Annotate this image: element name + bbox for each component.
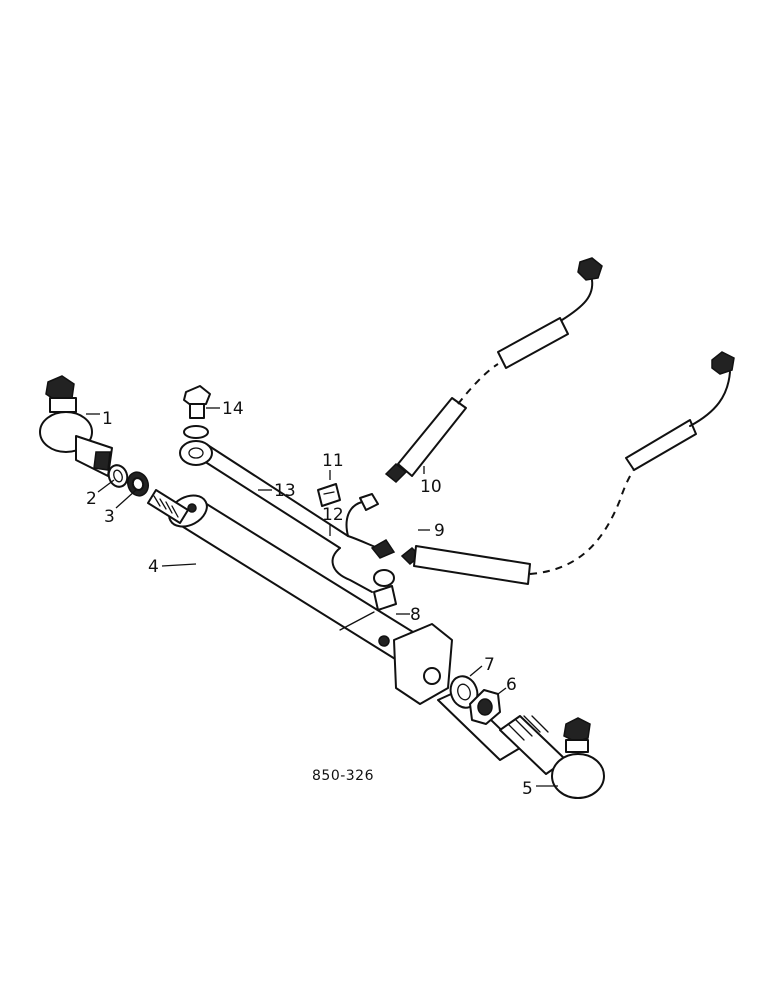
callout-3: 3 (104, 507, 115, 527)
union-part-8 (373, 569, 397, 611)
pipe-part-13 (179, 440, 349, 549)
washer-part-2 (107, 464, 129, 488)
leader-lines (86, 407, 558, 787)
cylinder-threaded-rod (147, 489, 189, 524)
nut-part-6 (469, 689, 501, 725)
drawing-code: 850-326 (312, 768, 374, 784)
clip-part-11 (317, 483, 341, 507)
callout-14: 14 (222, 399, 244, 419)
callout-5: 5 (522, 779, 533, 799)
callout-4: 4 (148, 557, 159, 577)
callout-8: 8 (410, 605, 421, 625)
callout-10: 10 (420, 477, 442, 497)
hydraulic-cylinder-part (168, 494, 521, 761)
callout-11: 11 (322, 451, 344, 471)
callout-2: 2 (86, 489, 97, 509)
callout-9: 9 (434, 521, 445, 541)
callout-12: 12 (322, 505, 344, 525)
callout-6: 6 (506, 675, 517, 695)
tie-rod-end-right (499, 715, 605, 799)
tie-rod-end-left (39, 375, 113, 477)
banjo-bolt-part-14 (183, 385, 211, 439)
callout-13: 13 (274, 481, 296, 501)
callout-1: 1 (102, 409, 113, 429)
callout-7: 7 (484, 655, 495, 675)
hose-part-10 (384, 257, 603, 484)
pipe-part-12 (331, 493, 396, 593)
hose-part-9 (400, 351, 735, 585)
washer-part-3 (126, 471, 150, 497)
